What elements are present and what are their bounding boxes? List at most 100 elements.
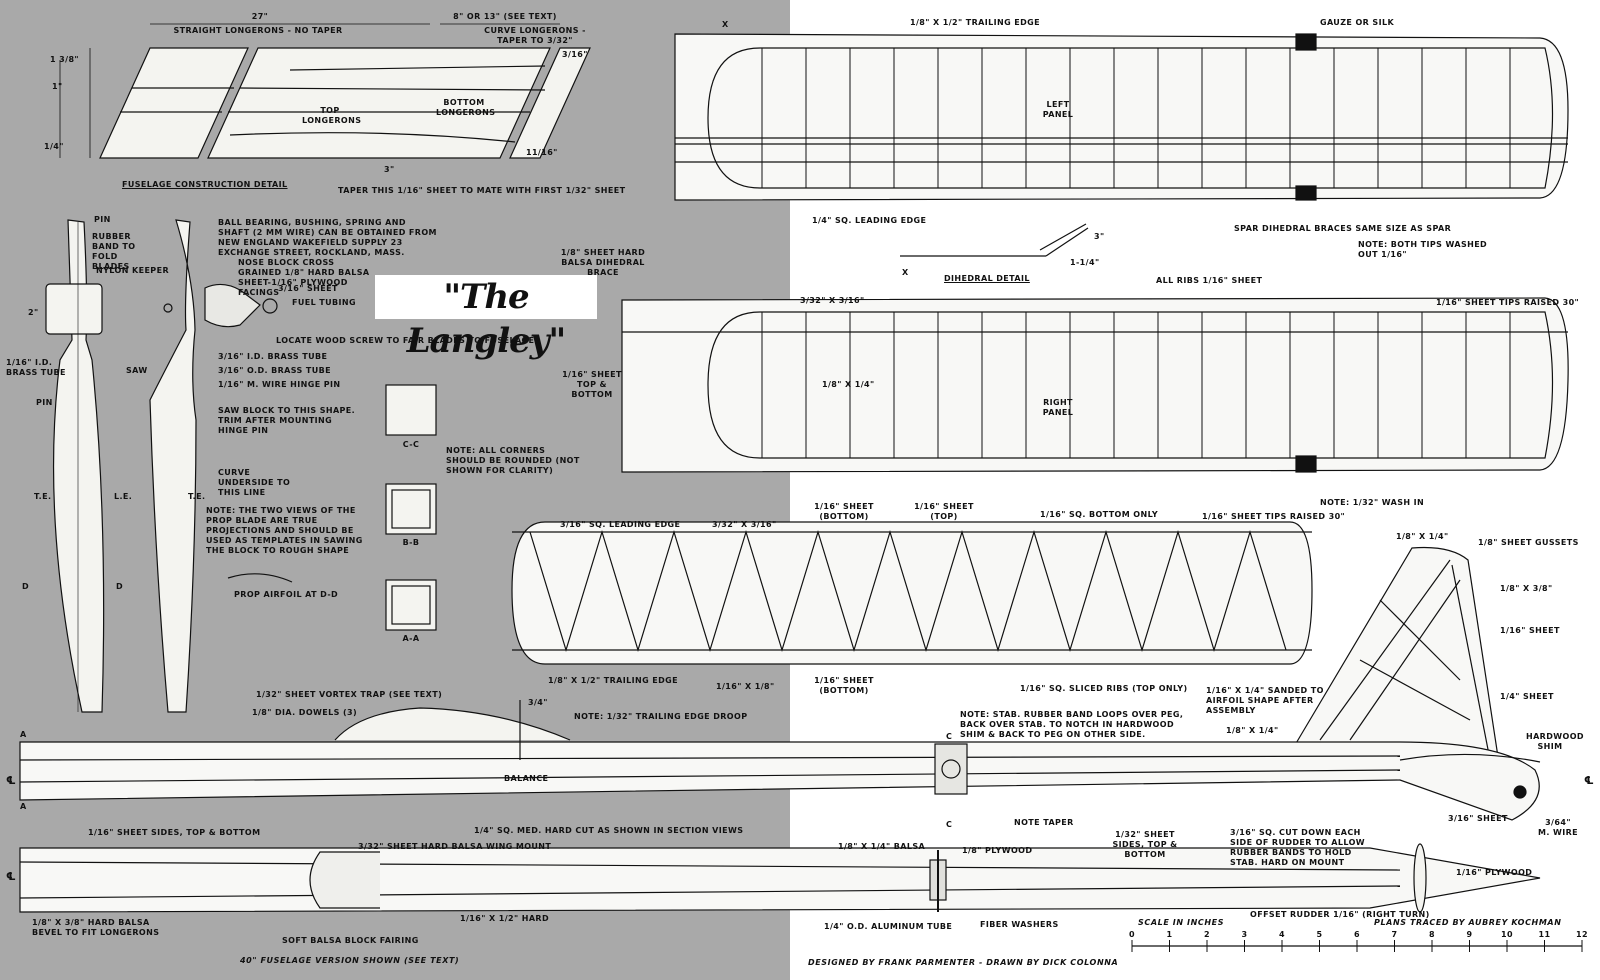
right-panel-label: RIGHT PANEL — [1042, 398, 1074, 417]
section-c-bottom: C — [946, 820, 953, 829]
taper-sheet-label: TAPER THIS 1/16" SHEET TO MATE WITH FIRS… — [338, 186, 626, 195]
scale-tick-label: 10 — [1501, 930, 1513, 939]
brass-tube-label: 1/16" I.D. BRASS TUBE — [6, 358, 66, 377]
stab-sq-bottom-label: 1/16" SQ. BOTTOM ONLY — [1040, 510, 1159, 519]
stab-sliced-label: 1/16" SQ. SLICED RIBS (TOP ONLY) — [1020, 684, 1188, 693]
rudder-strip2-label: 1/8" X 3/8" — [1500, 584, 1553, 593]
stab-diag-label: 1/16" X 1/8" — [716, 682, 775, 691]
rudder-strip-label: 1/8" X 1/4" — [1396, 532, 1449, 541]
od-brass-label: 3/16" O.D. BRASS TUBE — [218, 366, 332, 375]
trailing-droop-note: NOTE: 1/32" TRAILING EDGE DROOP — [574, 712, 748, 721]
dim-3: 3" — [384, 165, 395, 174]
te-label: T.E. — [34, 492, 52, 501]
dihedral-dim-3: 3" — [1094, 232, 1105, 241]
scale-tick-label: 9 — [1466, 930, 1473, 939]
prop-side-view — [149, 219, 278, 713]
dim-1: 1" — [52, 82, 63, 91]
stab-sheet-top-label: 1/16" SHEET (TOP) — [914, 502, 974, 521]
corners-note: NOTE: ALL CORNERS SHOULD BE ROUNDED (NOT… — [446, 446, 580, 475]
stab-diagonal-ribs — [529, 529, 1287, 653]
half-hard-label: 1/16" X 1/2" HARD — [460, 914, 550, 923]
dim-1-3-8: 1 3/8" — [50, 55, 79, 64]
hardwood-shim-label: HARDWOOD SHIM — [1526, 732, 1584, 751]
prop-airfoil-label: PROP AIRFOIL AT D-D — [234, 590, 339, 599]
dihedral-detail — [900, 223, 1089, 257]
fuel-tubing-label: FUEL TUBING — [292, 298, 356, 307]
dim-3-4-label: 3/4" — [528, 698, 548, 707]
section-bb-label: B-B — [402, 538, 420, 547]
prop-airfoil-shape — [227, 573, 293, 583]
wood-screw-label: LOCATE WOOD SCREW TO FAIR BLADES TO FUSE… — [276, 336, 535, 345]
stab-tips-label: 1/16" SHEET TIPS RAISED 30" — [1202, 512, 1346, 521]
right-strip-label: 1/8" X 1/4" — [822, 380, 875, 389]
scale-tick-label: 11 — [1538, 930, 1551, 939]
wash-in-note: NOTE: 1/32" WASH IN — [1320, 498, 1425, 507]
fuselage-side-view — [19, 700, 1541, 821]
dowels-label: 1/8" DIA. DOWELS (3) — [252, 708, 358, 717]
dim-2-label: 2" — [28, 308, 39, 317]
rudder-sanded-label: 1/16" X 1/4" SANDED TO AIRFOIL SHAPE AFT… — [1206, 686, 1324, 715]
tips-washout-note: NOTE: BOTH TIPS WASHED OUT 1/16" — [1358, 240, 1488, 259]
rudder-gussets-label: 1/8" SHEET GUSSETS — [1478, 538, 1579, 547]
note-taper-label: NOTE TAPER — [1014, 818, 1074, 827]
offset-rudder-label: OFFSET RUDDER 1/16" (RIGHT TURN) — [1250, 910, 1430, 919]
rudder-sheet16-label: 1/16" SHEET — [1500, 626, 1560, 635]
vortex-trap-label: 1/32" SHEET VORTEX TRAP (SEE TEXT) — [256, 690, 443, 699]
section-cc-label: C-C — [402, 440, 420, 449]
right-spar-label: 3/32" X 3/16" — [800, 296, 865, 305]
right-tips-raised-label: 1/16" SHEET TIPS RAISED 30" — [1436, 298, 1580, 307]
scale-tick-label: 12 — [1576, 930, 1588, 939]
left-wing-x2: X — [722, 20, 729, 29]
sheet-3-16-label: 3/16" SHEET — [278, 284, 338, 293]
sq-med-hard-label: 1/4" SQ. MED. HARD CUT AS SHOWN IN SECTI… — [474, 826, 744, 835]
centerline-left: ℄ — [6, 774, 17, 787]
spar-braces-label: SPAR DIHEDRAL BRACES SAME SIZE AS SPAR — [1234, 224, 1452, 233]
dim-3-16: 3/16" — [562, 50, 588, 59]
hinge-pin-label: 1/16" M. WIRE HINGE PIN — [218, 380, 341, 389]
scale-tick-label: 7 — [1391, 930, 1398, 939]
rudder — [1294, 546, 1501, 771]
music-wire-label: 3/64" M. WIRE — [1538, 818, 1579, 837]
section-a-bottom: A — [20, 802, 27, 811]
scale-tick-label: 2 — [1204, 930, 1210, 939]
bottom-longerons-label: BOTTOM LONGERONS — [436, 98, 496, 117]
stab-rubber-note: NOTE: STAB. RUBBER BAND LOOPS OVER PEG, … — [960, 710, 1184, 739]
id-brass-label: 3/16" I.D. BRASS TUBE — [218, 352, 328, 361]
gauze-label: GAUZE OR SILK — [1320, 18, 1395, 27]
section-c-top: C — [946, 732, 953, 741]
curve-longerons-label: CURVE LONGERONS - TAPER TO 3/32" — [484, 26, 586, 45]
left-panel-label: LEFT PANEL — [1042, 100, 1074, 119]
right-wing-panel — [621, 297, 1569, 473]
left-wing-ribs — [761, 48, 1511, 188]
stab-spar-label: 3/32" X 3/16" — [712, 520, 777, 529]
prop-views-note: NOTE: THE TWO VIEWS OF THE PROP BLADE AR… — [206, 506, 363, 555]
scale-label: SCALE IN INCHES — [1138, 918, 1225, 927]
dihedral-dim-1-1-4: 1-1/4" — [1070, 258, 1100, 267]
wing-mount-label: 3/32" SHEET HARD BALSA WING MOUNT — [358, 842, 552, 851]
tracer-credit: PLANS TRACED BY AUBREY KOCHMAN — [1374, 918, 1562, 927]
plywood2-label: 1/16" PLYWOOD — [1456, 868, 1533, 877]
rubber-band-label: RUBBER BAND TO FOLD BLADES — [92, 232, 136, 271]
sheet-top-bottom-label: 1/16" SHEET TOP & BOTTOM — [562, 370, 622, 399]
fiber-washers-label: FIBER WASHERS — [980, 920, 1059, 929]
balance-label: BALANCE — [504, 774, 549, 783]
plan-title: "The Langley" — [375, 275, 597, 361]
rudder-sheet14-label: 1/4" SHEET — [1500, 692, 1554, 701]
fuselage-version-note: 40" FUSELAGE VERSION SHOWN (SEE TEXT) — [240, 956, 460, 965]
te2-label: T.E. — [188, 492, 206, 501]
scale-bar — [1131, 940, 1583, 952]
plywood-label: 1/8" PLYWOOD — [962, 846, 1033, 855]
dim-1-4: 1/4" — [44, 142, 64, 151]
saw-label: SAW — [126, 366, 148, 375]
sides-top-bottom-label: 1/16" SHEET SIDES, TOP & BOTTOM — [88, 828, 261, 837]
scale-tick-label: 6 — [1354, 930, 1360, 939]
ball-bearing-note: BALL BEARING, BUSHING, SPRING AND SHAFT … — [218, 218, 437, 257]
prop-pin-label: PIN — [94, 215, 111, 224]
dim-11-16: 11/16" — [526, 148, 558, 157]
saw-block-note: SAW BLOCK TO THIS SHAPE. TRIM AFTER MOUN… — [218, 406, 356, 435]
nose-block-note: NOSE BLOCK CROSS GRAINED 1/8" HARD BALSA… — [238, 258, 370, 297]
section-aa-label: A-A — [402, 634, 420, 643]
nylon-keeper-label: NYLON KEEPER — [96, 266, 169, 275]
soft-block-label: SOFT BALSA BLOCK FAIRING — [282, 936, 419, 945]
designer-credit: DESIGNED BY FRANK PARMENTER - DRAWN BY D… — [808, 958, 1119, 967]
